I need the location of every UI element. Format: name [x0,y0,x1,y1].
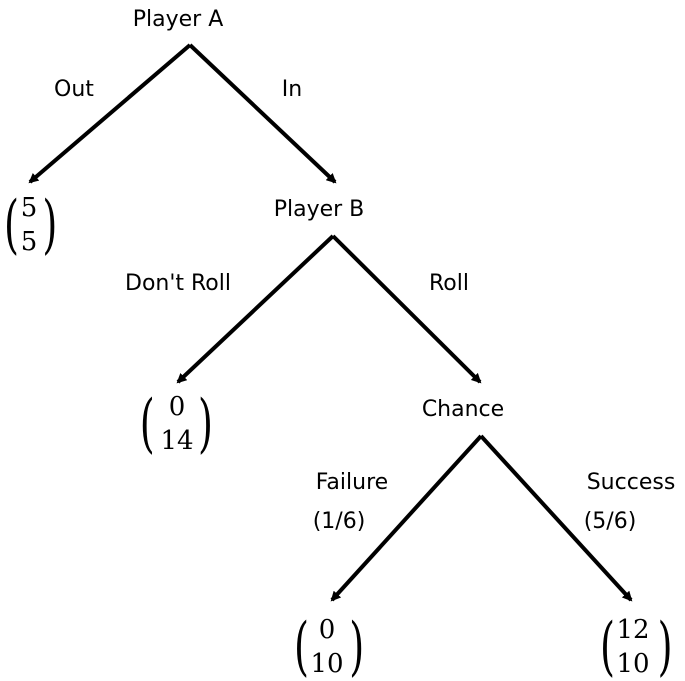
edge-out-arrow [28,43,192,184]
edge-label-success-probability: (5/6) [584,509,637,534]
payoff-out-a: 5 [21,193,38,223]
payoff-failure-a: 0 [319,615,336,645]
edge-failure-arrow [330,434,483,602]
payoff-dont-roll-right-paren: ) [198,387,213,461]
edge-label-out: Out [54,77,94,102]
payoff-success-a: 12 [616,615,649,645]
payoff-success-right-paren: ) [658,610,673,681]
node-player-a: Player A [133,7,224,32]
edge-roll-arrow [331,234,482,384]
payoff-dont-roll-left-paren: ( [140,387,155,461]
edge-dont-roll-arrow [176,234,335,384]
payoff-dont-roll: ( 0 14 ) [140,387,213,461]
edge-in-arrow [188,43,337,184]
edge-label-in: In [282,77,302,102]
edge-label-dont-roll: Don't Roll [125,271,231,296]
node-player-b: Player B [274,197,365,222]
edge-success-arrow [479,434,633,602]
payoff-out-left-paren: ( [4,188,19,262]
edge-label-failure: Failure [316,470,388,495]
payoff-failure: ( 0 10 ) [294,610,364,681]
payoff-dont-roll-b: 14 [160,426,193,456]
payoff-failure-b: 10 [310,649,343,679]
edge-label-success: Success [587,470,676,495]
payoff-dont-roll-a: 0 [169,392,186,422]
edge-label-failure-probability: (1/6) [313,509,366,534]
node-chance: Chance [422,397,504,422]
payoff-failure-right-paren: ) [349,610,364,681]
payoff-out-b: 5 [21,227,38,257]
payoff-success-left-paren: ( [600,610,615,681]
payoff-failure-left-paren: ( [294,610,309,681]
payoff-out-right-paren: ) [42,188,57,262]
edge-label-roll: Roll [429,271,469,296]
payoff-success: ( 12 10 ) [600,610,673,681]
payoff-success-b: 10 [616,649,649,679]
payoff-out: ( 5 5 ) [4,188,57,262]
